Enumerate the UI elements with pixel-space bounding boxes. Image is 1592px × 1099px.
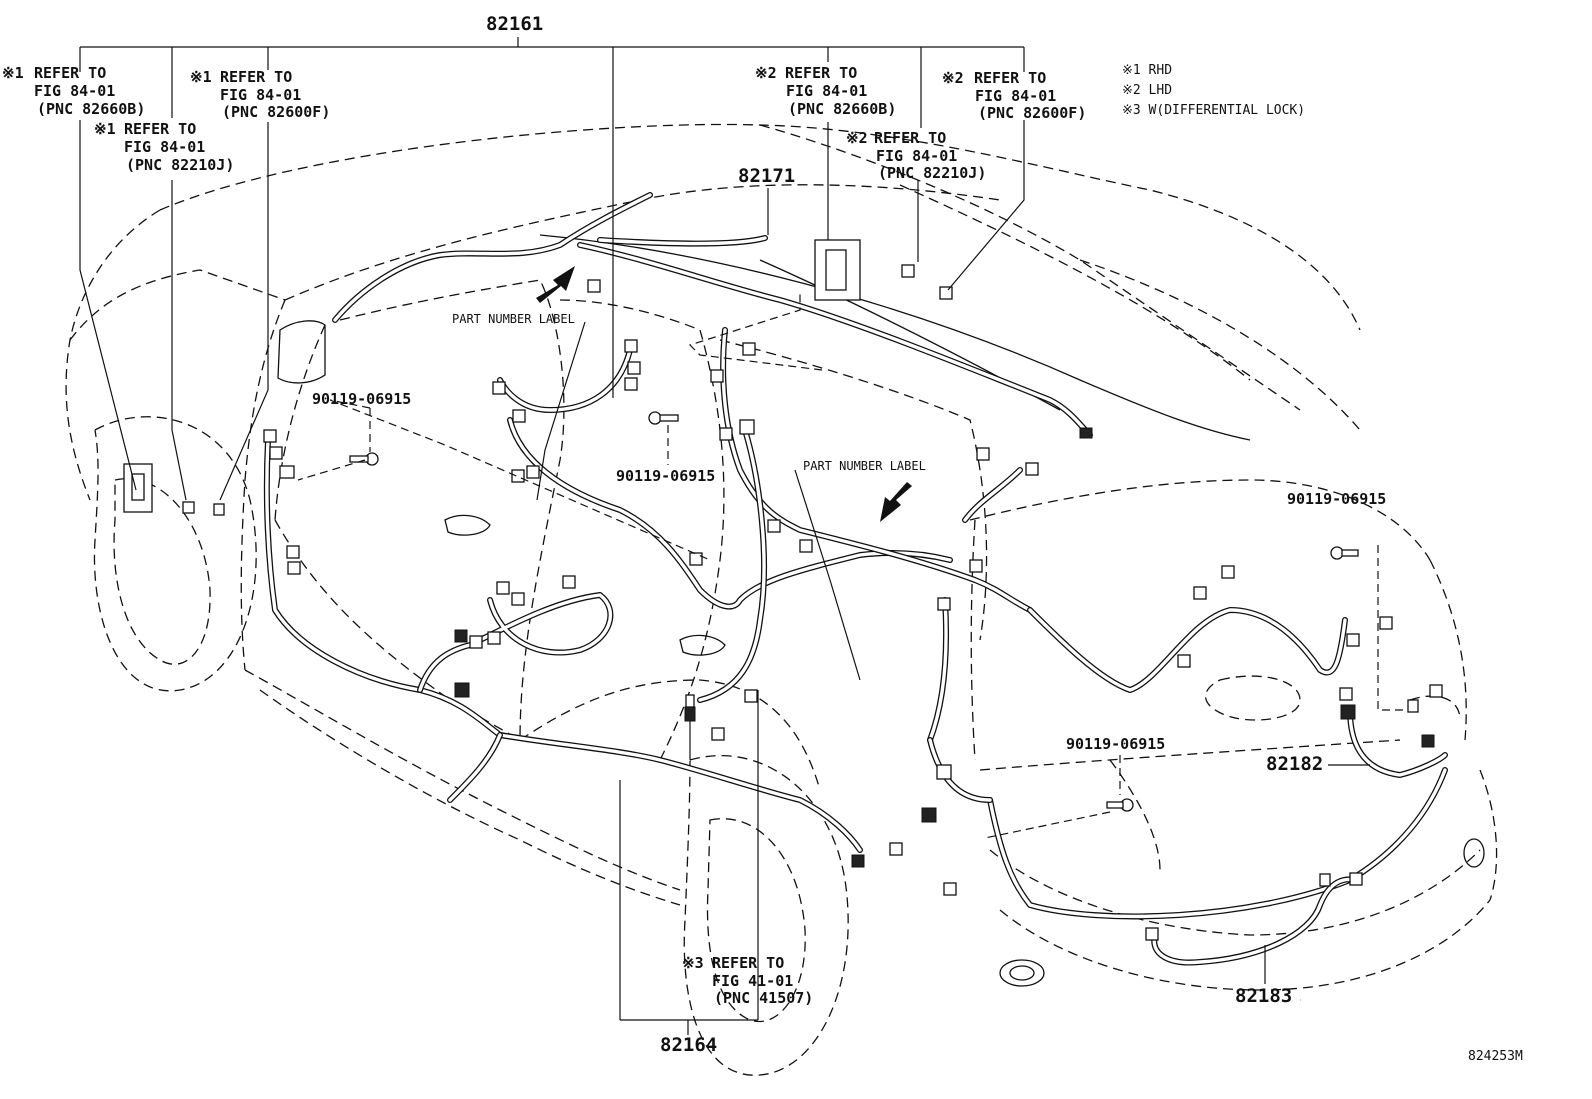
arrow-icon — [536, 266, 575, 303]
refer-note-3: ※1 REFER TO FIG 84-01 (PNC 82210J) — [94, 120, 234, 174]
sensor-icon — [684, 694, 696, 722]
figure-id: 824253M — [1468, 1049, 1523, 1064]
bolt-number-1: 90119-06915 — [312, 390, 411, 408]
ref-mark: ※2 — [846, 129, 868, 147]
ref-line: REFER TO — [220, 68, 292, 86]
ref-line: FIG 84-01 — [786, 82, 867, 100]
wire-harness-main — [263, 192, 1448, 966]
connectors — [123, 239, 1443, 941]
ref-line: FIG 84-01 — [876, 147, 957, 165]
ref-mark: ※1 — [190, 68, 212, 86]
ref-line: REFER TO — [874, 129, 946, 147]
ref-line: REFER TO — [124, 120, 196, 138]
ref-line: (PNC 82210J) — [126, 156, 234, 174]
ref-line: (PNC 82660B) — [788, 100, 896, 118]
ref-mark: ※1 — [2, 64, 24, 82]
refer-note-5: ※2 REFER TO FIG 84-01 (PNC 82210J) — [846, 129, 986, 182]
part-number-82164: 82164 — [660, 1034, 717, 1056]
part-number-82161: 82161 — [486, 13, 543, 35]
ref-line: FIG 84-01 — [220, 86, 301, 104]
legend-rhd: ※1 RHD — [1122, 63, 1172, 78]
ref-mark: ※1 — [94, 120, 116, 138]
ref-line: (PNC 82600F) — [222, 103, 330, 121]
refer-note-2: ※1 REFER TO FIG 84-01 (PNC 82600F) — [190, 68, 330, 121]
bolt-icons — [349, 411, 1359, 812]
bolt-icon — [1330, 546, 1359, 560]
bolt-number-4: 90119-06915 — [1066, 735, 1165, 753]
bolt-icon — [1106, 798, 1134, 812]
arrow-icon — [880, 482, 912, 522]
refer-note-6: ※2 REFER TO FIG 84-01 (PNC 82600F) — [942, 69, 1086, 122]
legend: ※1 RHD ※2 LHD ※3 W(DIFFERENTIAL LOCK) — [1122, 63, 1305, 118]
bolt-icon — [349, 452, 379, 466]
legend-lhd: ※2 LHD — [1122, 83, 1172, 98]
ref-line: FIG 84-01 — [34, 82, 115, 100]
refer-note-7: ※3 REFER TO FIG 41-01 (PNC 41507) — [682, 954, 813, 1007]
ref-line: FIG 84-01 — [975, 87, 1056, 105]
part-number-82183: 82183 — [1235, 985, 1292, 1007]
ref-line: FIG 41-01 — [712, 972, 793, 990]
legend-w: ※3 W(DIFFERENTIAL LOCK) — [1122, 103, 1305, 118]
ref-line: (PNC 82600F) — [978, 104, 1086, 122]
ref-line: (PNC 82210J) — [878, 164, 986, 182]
ref-mark: ※2 — [755, 64, 777, 82]
ref-line: FIG 84-01 — [124, 138, 205, 156]
ref-line: (PNC 82660B) — [37, 100, 145, 118]
ref-mark: ※3 — [682, 954, 704, 972]
ref-mark: ※2 — [942, 69, 964, 87]
bolt-number-3: 90119-06915 — [1287, 490, 1386, 508]
leader-lines — [79, 37, 1408, 1035]
vehicle-body-outline — [65, 123, 1498, 1076]
bolt-number-2: 90119-06915 — [616, 467, 715, 485]
part-number-82171: 82171 — [738, 165, 795, 187]
ref-line: REFER TO — [712, 954, 784, 972]
ref-line: (PNC 41507) — [714, 989, 813, 1007]
refer-note-1: ※1 REFER TO FIG 84-01 (PNC 82660B) — [2, 64, 145, 118]
part-number-label-2: PART NUMBER LABEL — [803, 459, 926, 473]
ref-line: REFER TO — [974, 69, 1046, 87]
ref-line: REFER TO — [785, 64, 857, 82]
part-number-label-1: PART NUMBER LABEL — [452, 312, 575, 326]
bolt-icon — [648, 411, 679, 425]
part-number-82182: 82182 — [1266, 753, 1323, 775]
refer-note-4: ※2 REFER TO FIG 84-01 (PNC 82660B) — [755, 64, 896, 118]
ref-line: REFER TO — [34, 64, 106, 82]
